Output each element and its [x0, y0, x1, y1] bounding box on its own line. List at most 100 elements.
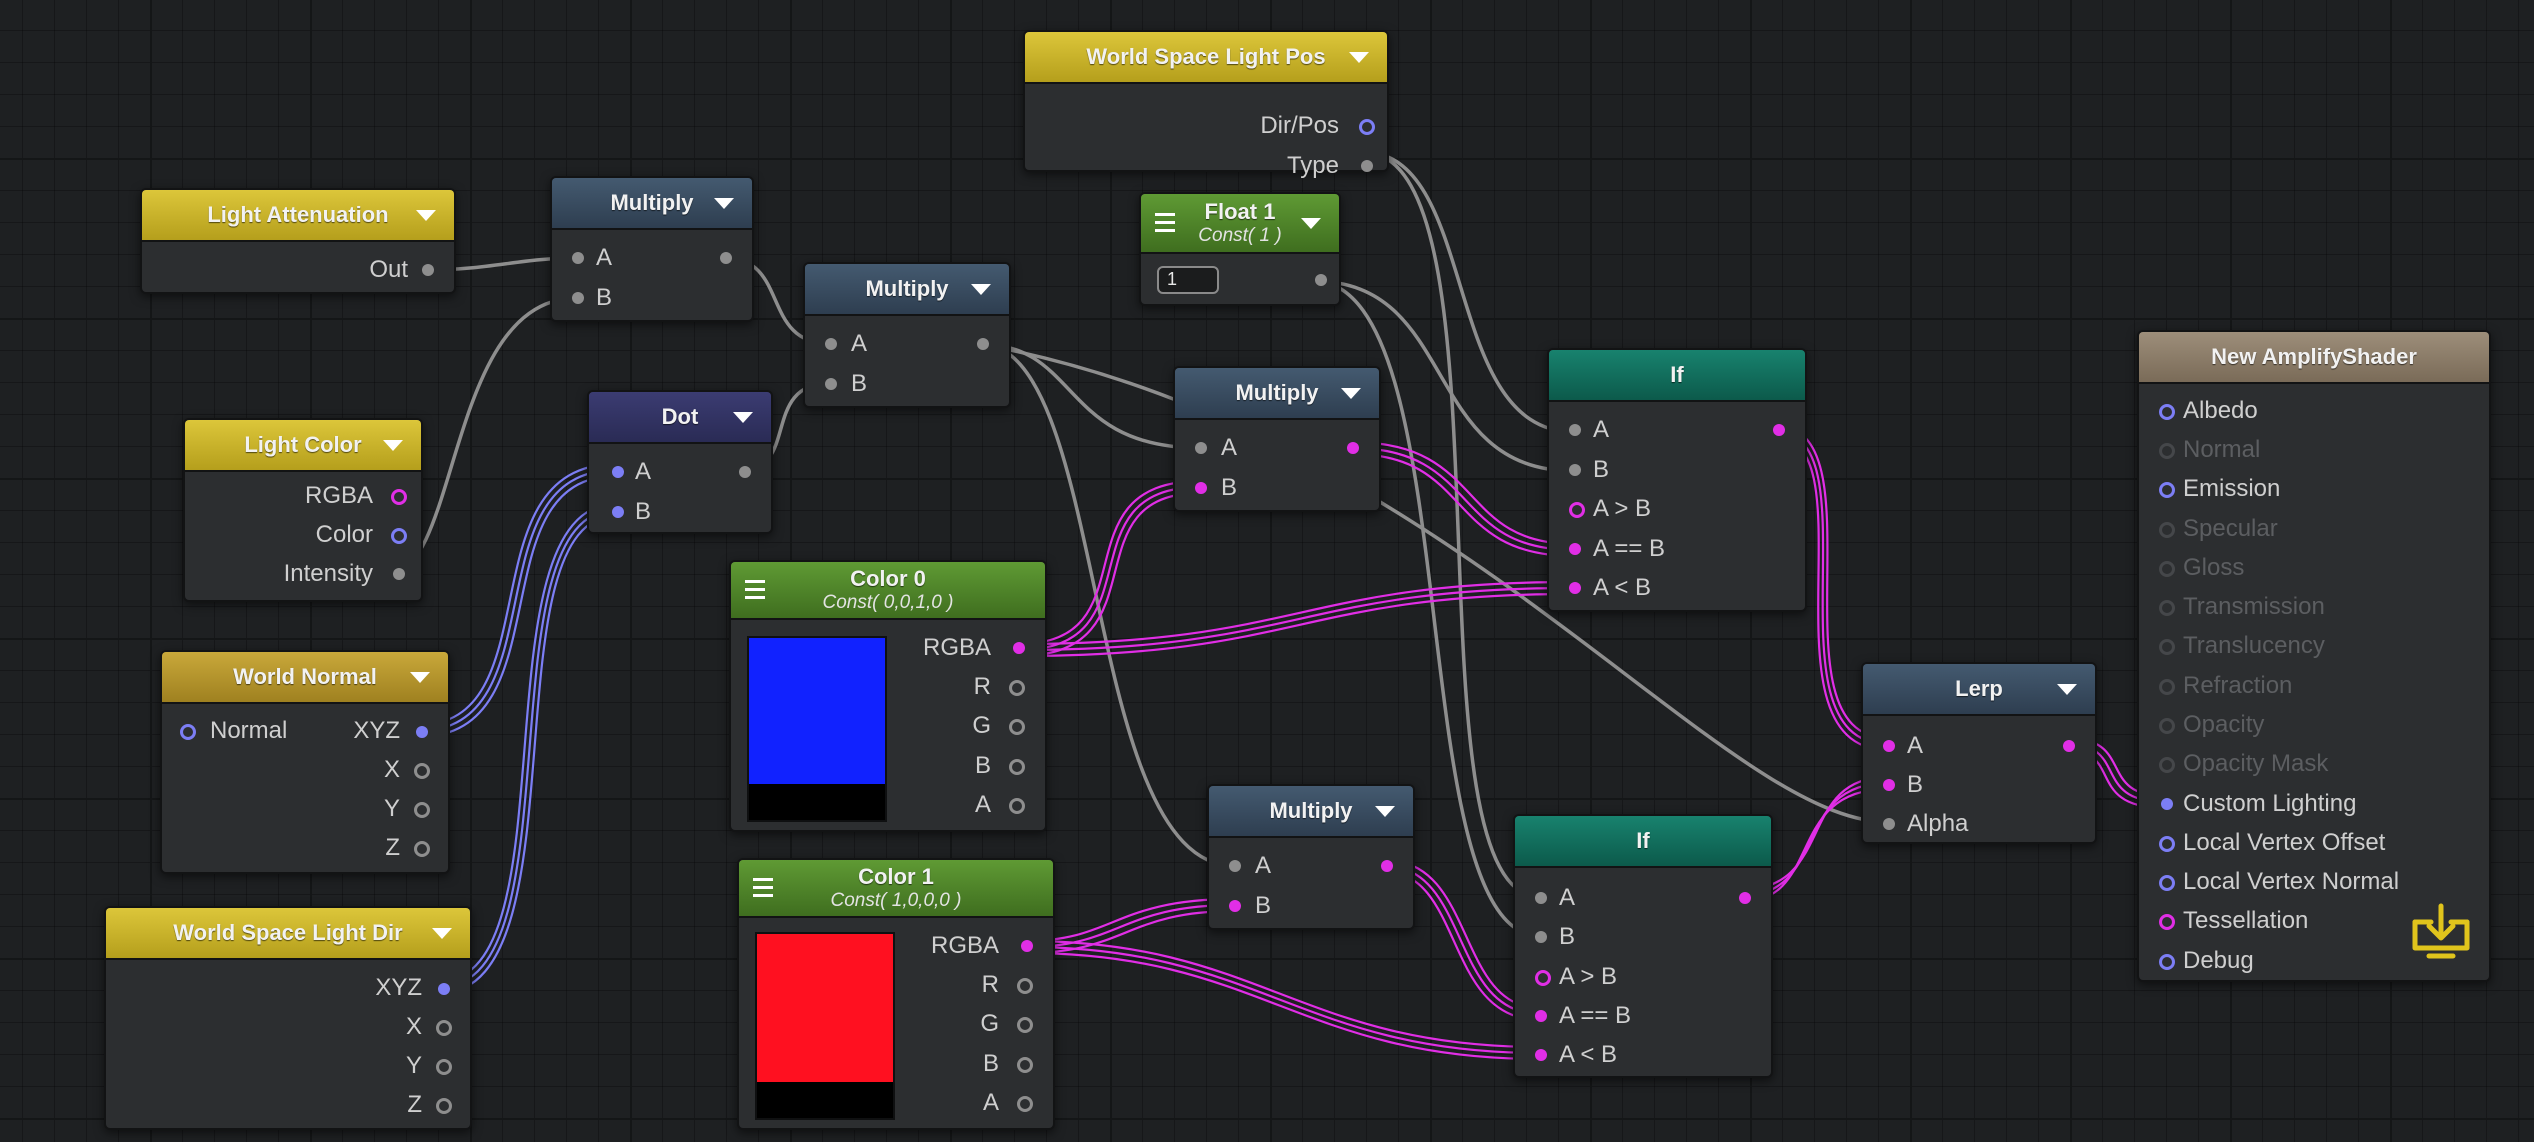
node-dot[interactable]: Dot A B — [587, 390, 773, 534]
output-port-xyz[interactable] — [438, 983, 450, 995]
node-color-0[interactable]: Color 0 Const( 0,0,1,0 ) RGBA R G B A — [729, 560, 1047, 832]
node-if-2[interactable]: If A B A > B A == B A < B — [1513, 814, 1773, 1078]
input-port-custom-lighting[interactable] — [2161, 798, 2173, 810]
input-port-tessellation[interactable] — [2159, 914, 2175, 930]
input-port-opacity-mask[interactable] — [2159, 757, 2175, 773]
dropdown-arrow-icon[interactable] — [1301, 218, 1321, 229]
node-color-1[interactable]: Color 1 Const( 1,0,0,0 ) RGBA R G B A — [737, 858, 1055, 1130]
input-port-albedo[interactable] — [2159, 404, 2175, 420]
output-port-z[interactable] — [414, 841, 430, 857]
node-if-1[interactable]: If A B A > B A == B A < B — [1547, 348, 1807, 612]
dropdown-arrow-icon[interactable] — [383, 440, 403, 451]
input-port-transmission[interactable] — [2159, 600, 2175, 616]
input-port-a[interactable] — [1195, 442, 1207, 454]
input-port-b[interactable] — [825, 378, 837, 390]
dropdown-arrow-icon[interactable] — [714, 198, 734, 209]
dropdown-arrow-icon[interactable] — [1349, 52, 1369, 63]
input-port-alpha[interactable] — [1883, 818, 1895, 830]
output-port-z[interactable] — [436, 1098, 452, 1114]
input-port-a-equal-b[interactable] — [1569, 543, 1581, 555]
node-header[interactable]: Float 1 Const( 1 ) — [1141, 194, 1339, 254]
output-port-result[interactable] — [739, 466, 751, 478]
input-port-b[interactable] — [1535, 931, 1547, 943]
output-port-result[interactable] — [1347, 442, 1359, 454]
input-port-a[interactable] — [1535, 892, 1547, 904]
dropdown-arrow-icon[interactable] — [1341, 388, 1361, 399]
node-multiply-4[interactable]: Multiply A B — [1207, 784, 1415, 930]
float-value-field[interactable]: 1 — [1157, 266, 1219, 294]
output-port-rgba[interactable] — [1013, 642, 1025, 654]
node-header[interactable]: Dot — [589, 392, 771, 444]
menu-icon[interactable] — [753, 878, 773, 898]
input-port-a-less-b[interactable] — [1535, 1049, 1547, 1061]
color-swatch[interactable] — [747, 636, 887, 822]
output-port-b[interactable] — [1017, 1057, 1033, 1073]
menu-icon[interactable] — [745, 580, 765, 600]
input-port-gloss[interactable] — [2159, 561, 2175, 577]
output-port-y[interactable] — [414, 802, 430, 818]
dropdown-arrow-icon[interactable] — [410, 672, 430, 683]
node-multiply-2[interactable]: Multiply A B — [803, 262, 1011, 408]
node-light-attenuation[interactable]: Light Attenuation Out — [140, 188, 456, 294]
input-port-a-greater-b[interactable] — [1569, 502, 1585, 518]
node-header[interactable]: World Space Light Pos — [1025, 32, 1387, 84]
output-port-intensity[interactable] — [393, 568, 405, 580]
node-header[interactable]: New AmplifyShader — [2139, 332, 2489, 384]
input-port-a[interactable] — [572, 252, 584, 264]
color-swatch[interactable] — [755, 932, 895, 1120]
node-header[interactable]: Color 1 Const( 1,0,0,0 ) — [739, 860, 1053, 918]
input-port-a[interactable] — [612, 466, 624, 478]
dropdown-arrow-icon[interactable] — [416, 210, 436, 221]
input-port-normal[interactable] — [180, 724, 196, 740]
output-port-result[interactable] — [2063, 740, 2075, 752]
input-port-b[interactable] — [572, 292, 584, 304]
input-port-refraction[interactable] — [2159, 679, 2175, 695]
input-port-b[interactable] — [1229, 900, 1241, 912]
node-world-space-light-pos[interactable]: World Space Light Pos Dir/Pos Type — [1023, 30, 1389, 179]
node-multiply-3[interactable]: Multiply A B — [1173, 366, 1381, 512]
output-port-result[interactable] — [977, 338, 989, 350]
output-port-a[interactable] — [1017, 1096, 1033, 1112]
node-master-amplify-shader[interactable]: New AmplifyShader Albedo Normal Emission… — [2137, 330, 2491, 982]
node-lerp[interactable]: Lerp A B Alpha — [1861, 662, 2097, 844]
output-port-rgba[interactable] — [391, 489, 407, 505]
input-port-a[interactable] — [1883, 740, 1895, 752]
output-port-x[interactable] — [436, 1020, 452, 1036]
dropdown-arrow-icon[interactable] — [432, 928, 452, 939]
input-port-specular[interactable] — [2159, 522, 2175, 538]
output-port-result[interactable] — [1381, 860, 1393, 872]
input-port-debug[interactable] — [2159, 954, 2175, 970]
output-port-a[interactable] — [1009, 798, 1025, 814]
output-port-y[interactable] — [436, 1059, 452, 1075]
input-port-b[interactable] — [1195, 482, 1207, 494]
node-multiply-1[interactable]: Multiply A B — [550, 176, 754, 322]
output-port-g[interactable] — [1017, 1017, 1033, 1033]
output-port-r[interactable] — [1009, 680, 1025, 696]
output-port-result[interactable] — [720, 252, 732, 264]
output-port-b[interactable] — [1009, 759, 1025, 775]
node-header[interactable]: Light Color — [185, 420, 421, 472]
dropdown-arrow-icon[interactable] — [2057, 684, 2077, 695]
input-port-a[interactable] — [1569, 424, 1581, 436]
input-port-a-less-b[interactable] — [1569, 582, 1581, 594]
output-port-g[interactable] — [1009, 719, 1025, 735]
node-header[interactable]: If — [1515, 816, 1771, 868]
node-world-normal[interactable]: World Normal Normal XYZ X Y Z — [160, 650, 450, 874]
output-port-color[interactable] — [391, 528, 407, 544]
output-port-r[interactable] — [1017, 978, 1033, 994]
input-port-b[interactable] — [612, 506, 624, 518]
node-header[interactable]: If — [1549, 350, 1805, 402]
output-port-result[interactable] — [1739, 892, 1751, 904]
input-port-normal[interactable] — [2159, 443, 2175, 459]
menu-icon[interactable] — [1155, 213, 1175, 233]
output-port-result[interactable] — [1773, 424, 1785, 436]
output-port-dirpos[interactable] — [1359, 119, 1375, 135]
node-header[interactable]: Multiply — [1175, 368, 1379, 420]
dropdown-arrow-icon[interactable] — [1375, 806, 1395, 817]
output-port-value[interactable] — [1315, 274, 1327, 286]
node-header[interactable]: Multiply — [1209, 786, 1413, 838]
node-header[interactable]: Color 0 Const( 0,0,1,0 ) — [731, 562, 1045, 620]
node-header[interactable]: Lerp — [1863, 664, 2095, 716]
input-port-local-vertex-normal[interactable] — [2159, 875, 2175, 891]
node-header[interactable]: World Normal — [162, 652, 448, 704]
